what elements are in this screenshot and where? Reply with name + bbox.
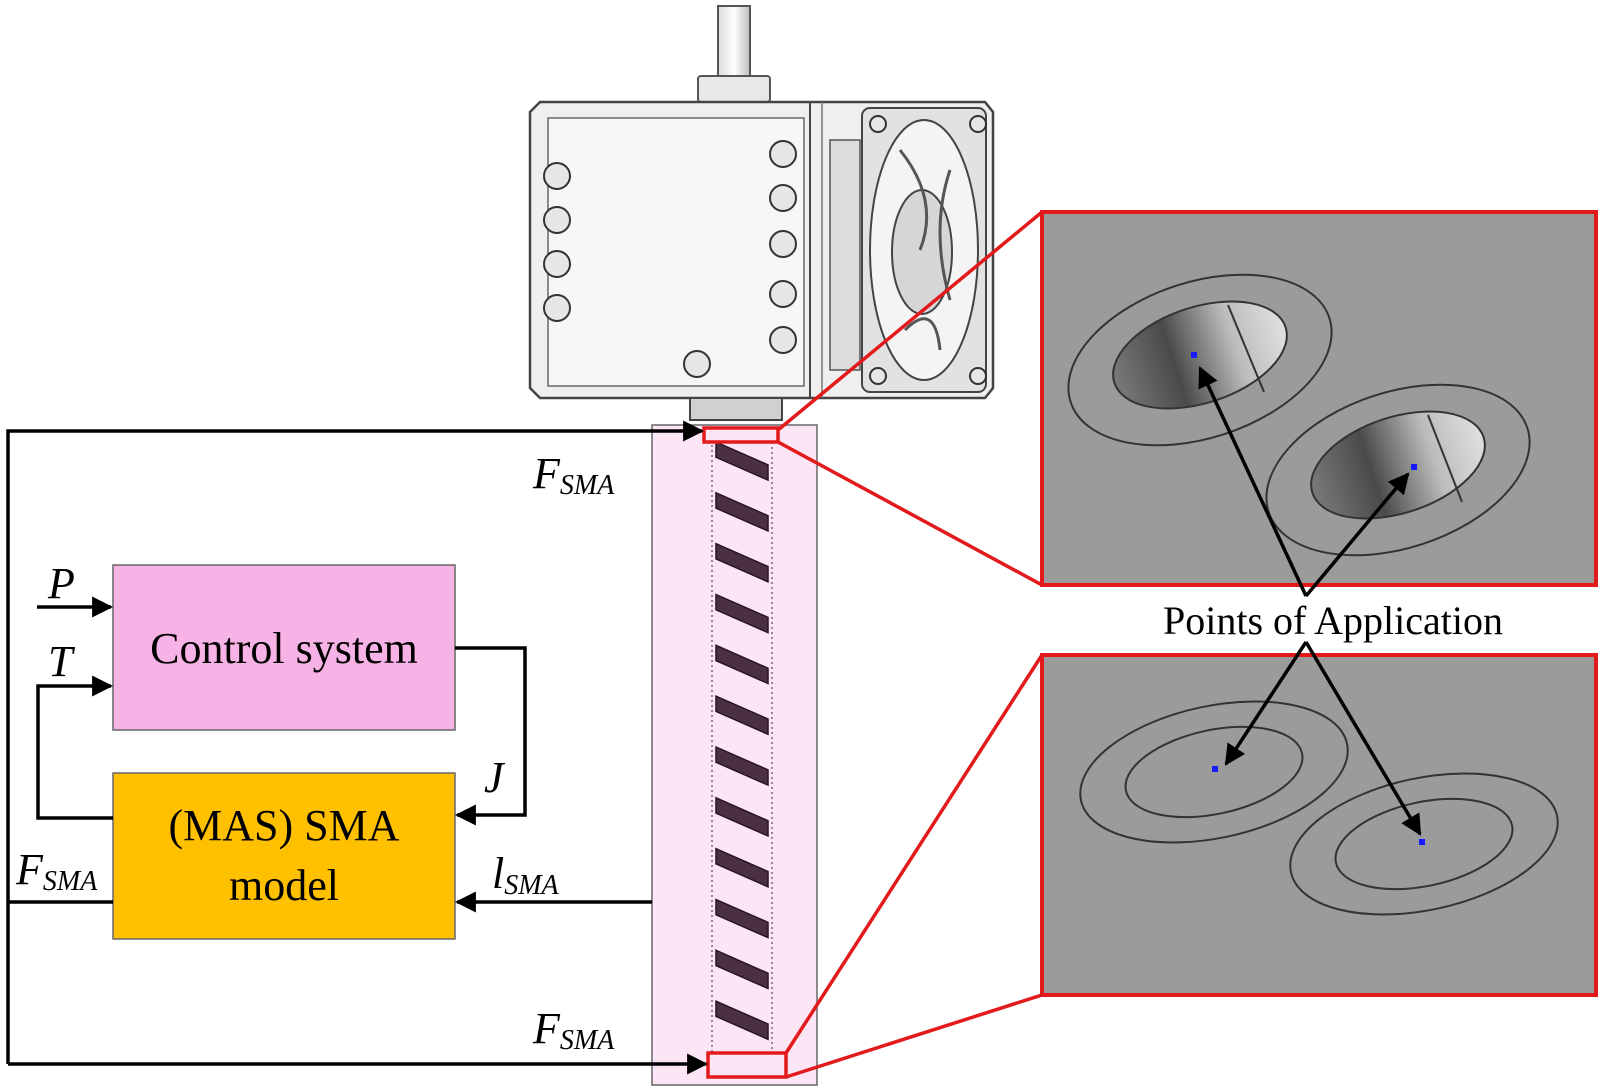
f-sma-top-label: FSMA (532, 449, 615, 501)
f-sma-bottom-label: FSMA (532, 1004, 615, 1056)
fan-side (829, 139, 861, 371)
sma-model-block (112, 772, 456, 940)
sma-model-label-line2: model (229, 861, 339, 910)
sma-spring (711, 440, 773, 1053)
spring-coil (715, 491, 769, 533)
zoom-panel-bottom (1040, 653, 1598, 997)
spring-coil (715, 898, 769, 939)
zoom-panel-top (1040, 210, 1598, 587)
spring-coil (715, 796, 769, 838)
point-marker (1419, 839, 1425, 845)
signal-lines (6, 420, 709, 1075)
p-input-label: P (47, 559, 75, 608)
zoom-connectors (776, 210, 1044, 1079)
spring-coil (715, 542, 769, 583)
f-sma-model-label: FSMA (15, 845, 98, 897)
spring-coil (715, 695, 769, 736)
spring-coil (715, 593, 769, 634)
control-system-label: Control system (150, 624, 418, 673)
point-marker (1411, 464, 1417, 470)
l-sma-label: lSMA (492, 849, 560, 901)
housing-screws (543, 115, 987, 385)
shaft (717, 5, 751, 87)
points-of-application-label: Points of Application (1163, 598, 1503, 643)
point-marker (1191, 352, 1197, 358)
housing-front-panel (547, 117, 805, 387)
sma-model-label-line1: (MAS) SMA (168, 801, 399, 850)
application-pointers (1198, 366, 1422, 836)
shaft-nut (697, 75, 771, 103)
point-marker (1212, 766, 1218, 772)
housing-base (689, 397, 783, 421)
spring-coil (715, 1000, 769, 1041)
control-system-block (112, 564, 456, 731)
spring-coil (715, 847, 769, 888)
spring-coil (715, 745, 769, 787)
actuator-housing (528, 5, 995, 421)
spring-coil (715, 644, 769, 685)
j-signal-label: J (484, 753, 506, 802)
spring-coil (715, 949, 769, 990)
spring-coil (715, 440, 769, 482)
t-input-label: T (48, 637, 76, 686)
